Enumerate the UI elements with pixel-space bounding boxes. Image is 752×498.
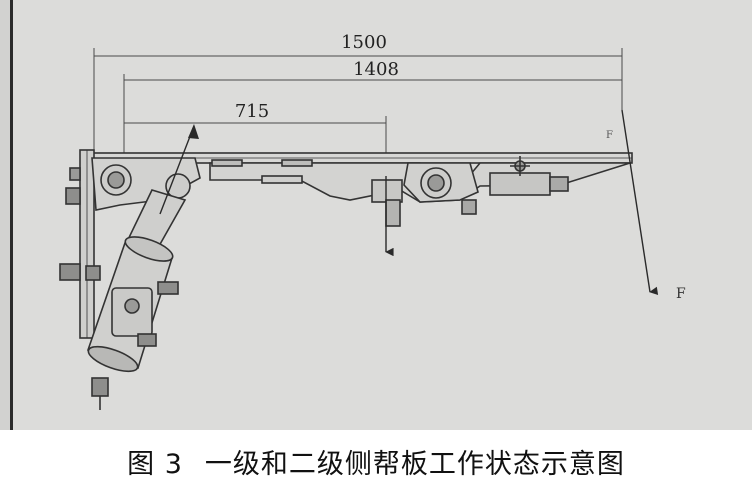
figure-caption-text: 一级和二级侧帮板工作状态示意图 [204,449,625,480]
diagram-photo: 1500 1408 715 [0,0,752,430]
force-label-right: F [676,286,686,302]
dimension-1500: 1500 [341,32,387,53]
left-end-plate [59,149,101,339]
hydraulic-cylinder [86,189,187,410]
middle-hinge [371,162,479,227]
paper-left-edge [10,0,13,430]
right-cylinder [489,156,569,196]
left-hinge [91,157,201,211]
dimension-1408: 1408 [353,59,399,80]
dimension-715: 715 [235,101,269,122]
figure-caption: 图 3 一级和二级侧帮板工作状态示意图 [0,440,752,490]
figure-number: 图 3 [127,449,183,480]
force-arrows [159,109,659,296]
force-label-top: F [606,130,613,141]
